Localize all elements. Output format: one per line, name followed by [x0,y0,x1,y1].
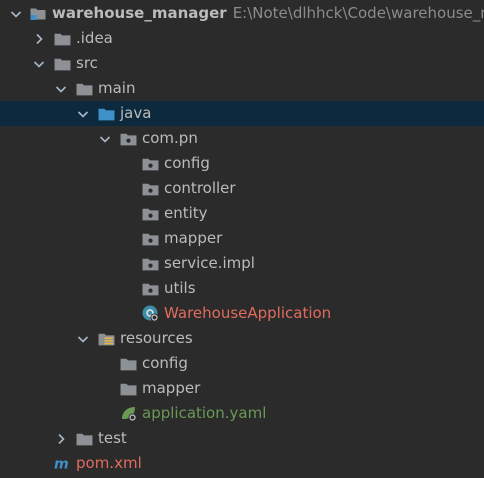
folder-icon [54,56,71,72]
chevron-down-icon[interactable] [54,82,68,96]
tree-node-service-impl[interactable]: service.impl [0,251,484,276]
folder-icon [120,381,137,397]
tree-node-label: resources [120,329,193,347]
tree-node-label: main [98,79,136,97]
svg-text:m: m [54,457,69,471]
chevron-down-icon[interactable] [98,132,112,146]
chevron-down-icon[interactable] [76,107,90,121]
tree-node-label: entity [164,204,208,222]
tree-node-label: java [120,104,152,122]
project-path: E:\Note\dlhhck\Code\warehouse_m [232,4,484,22]
tree-node-label: com.pn [142,129,198,147]
tree-node-label: src [76,54,98,72]
tree-node-warehouse-application[interactable]: WarehouseApplication [0,301,484,326]
tree-node-label: pom.xml [76,454,142,472]
folder-icon [76,81,93,97]
package-icon [142,181,159,197]
tree-node-utils[interactable]: utils [0,276,484,301]
package-icon [142,156,159,172]
tree-node-label: service.impl [164,254,255,272]
tree-node-pom[interactable]: m pom.xml [0,451,484,476]
tree-node-entity[interactable]: entity [0,201,484,226]
chevron-down-icon[interactable] [10,7,22,21]
tree-node-label: application.yaml [142,404,267,422]
tree-node-java[interactable]: java [0,101,484,126]
maven-icon: m [54,456,71,472]
chevron-down-icon[interactable] [76,332,90,346]
package-icon [142,206,159,222]
tree-node-resources-mapper[interactable]: mapper [0,376,484,401]
folder-icon [54,31,71,47]
package-icon [142,231,159,247]
tree-node-label: controller [164,179,236,197]
package-icon [142,256,159,272]
source-root-folder-icon [98,106,115,122]
tree-node-resources[interactable]: resources [0,326,484,351]
folder-icon [76,431,93,447]
tree-node-application-yaml[interactable]: application.yaml [0,401,484,426]
tree-node-mapper[interactable]: mapper [0,226,484,251]
folder-icon [120,356,137,372]
spring-boot-class-icon [142,305,159,322]
tree-node-label: WarehouseApplication [164,304,332,322]
chevron-down-icon[interactable] [32,57,46,71]
tree-node-label: config [164,154,210,172]
project-name: warehouse_manager [52,4,227,22]
tree-node-project-root[interactable]: warehouse_manager E:\Note\dlhhck\Code\wa… [0,1,484,26]
tree-node-label: .idea [76,29,113,47]
tree-node-src[interactable]: src [0,51,484,76]
tree-node-resources-config[interactable]: config [0,351,484,376]
tree-node-idea[interactable]: .idea [0,26,484,51]
tree-node-label: utils [164,279,196,297]
tree-node-test[interactable]: test [0,426,484,451]
tree-node-package[interactable]: com.pn [0,126,484,151]
tree-node-label: test [98,429,127,447]
chevron-right-icon[interactable] [54,432,68,446]
tree-node-controller[interactable]: controller [0,176,484,201]
spring-config-icon [120,406,137,422]
tree-node-label: mapper [142,379,201,397]
tree-node-main[interactable]: main [0,76,484,101]
tree-node-label: mapper [164,229,223,247]
resources-root-folder-icon [98,331,115,347]
chevron-right-icon[interactable] [32,32,46,46]
tree-node-config[interactable]: config [0,151,484,176]
project-folder-icon [30,6,47,22]
package-icon [120,131,137,147]
package-icon [142,281,159,297]
tree-node-label: config [142,354,188,372]
